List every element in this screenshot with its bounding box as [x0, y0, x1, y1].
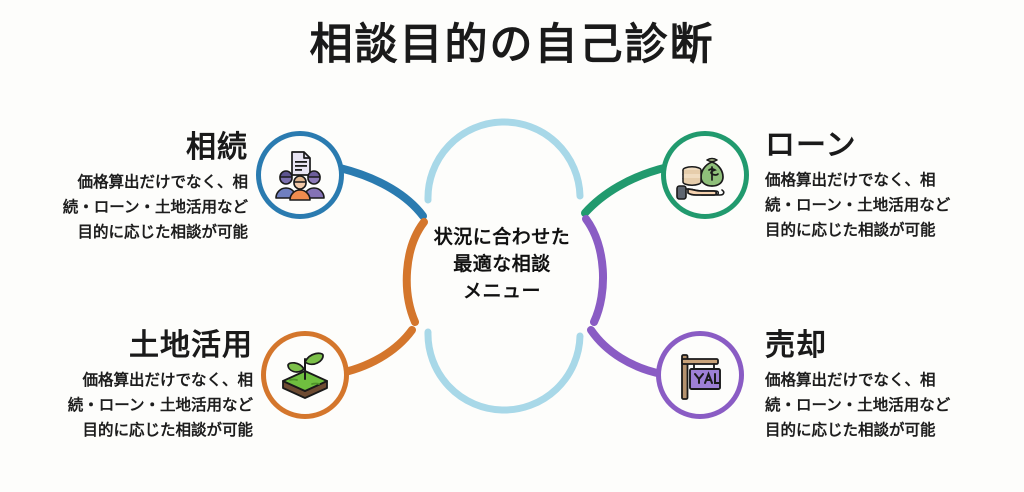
branch-label-loan: ローン	[765, 129, 857, 162]
connector-inheritance	[336, 164, 427, 220]
desc-line: 続・ローン・土地活用など	[765, 196, 951, 214]
branch-label-land: 土地活用	[129, 329, 253, 362]
branch-description-sale: 価格算出だけでなく、相 続・ローン・土地活用など 目的に応じた相談が可能	[765, 368, 1015, 443]
hand-money-icon	[676, 157, 725, 200]
desc-line: 続・ローン・土地活用など	[62, 198, 248, 216]
desc-line: 価格算出だけでなく、相	[82, 371, 253, 389]
sprout-land-icon	[282, 352, 328, 399]
center-hub-text: 状況に合わせた 最適な相談 メニュー	[402, 225, 602, 306]
desc-line: 価格算出だけでなく、相	[77, 173, 248, 191]
branch-sale: 売却 価格算出だけでなく、相 続・ローン・土地活用など 目的に応じた相談が可能	[765, 330, 1015, 443]
connector-sale	[587, 326, 666, 378]
desc-line: 続・ローン・土地活用など	[67, 396, 253, 414]
desc-line: 目的に応じた相談が可能	[77, 223, 248, 241]
for-sale-sign-icon	[681, 354, 721, 400]
hub-ring-bottom-arc	[424, 328, 584, 414]
branch-label-sale: 売却	[765, 329, 827, 362]
desc-line: 目的に応じた相談が可能	[765, 421, 936, 439]
hub-line-1: 状況に合わせた	[433, 227, 571, 248]
branch-description-land: 価格算出だけでなく、相 続・ローン・土地活用など 目的に応じた相談が可能	[0, 368, 253, 443]
branch-label-inheritance: 相続	[186, 131, 248, 164]
desc-line: 続・ローン・土地活用など	[765, 396, 951, 414]
branch-description-loan: 価格算出だけでなく、相 続・ローン・土地活用など 目的に応じた相談が可能	[765, 168, 1015, 243]
branch-loan: ローン 価格算出だけでなく、相 続・ローン・土地活用など 目的に応じた相談が可能	[765, 130, 1015, 243]
document-people-icon	[275, 151, 325, 201]
node-sale[interactable]	[656, 331, 744, 419]
hub-line-2: 最適な相談	[453, 253, 551, 275]
node-inheritance[interactable]	[256, 131, 344, 219]
connector-loan	[581, 163, 672, 217]
hub-ring-left-arc	[402, 218, 428, 326]
desc-line: 目的に応じた相談が可能	[765, 221, 936, 239]
page-title: 相談目的の自己診断	[309, 21, 715, 69]
branch-land: 土地活用 価格算出だけでなく、相 続・ローン・土地活用など 目的に応じた相談が可…	[0, 330, 253, 443]
desc-line: 価格算出だけでなく、相	[765, 171, 936, 189]
branch-description-inheritance: 価格算出だけでなく、相 続・ローン・土地活用など 目的に応じた相談が可能	[0, 170, 248, 245]
hub-line-3: メニュー	[462, 280, 541, 302]
node-land[interactable]	[261, 331, 349, 419]
desc-line: 目的に応じた相談が可能	[82, 421, 253, 439]
hub-ring-right-arc	[582, 215, 607, 326]
hub-ring-top-arc	[424, 118, 584, 204]
branch-inheritance: 相続 価格算出だけでなく、相 続・ローン・土地活用など 目的に応じた相談が可能	[0, 132, 248, 245]
desc-line: 価格算出だけでなく、相	[765, 371, 936, 389]
node-loan[interactable]	[661, 131, 749, 219]
